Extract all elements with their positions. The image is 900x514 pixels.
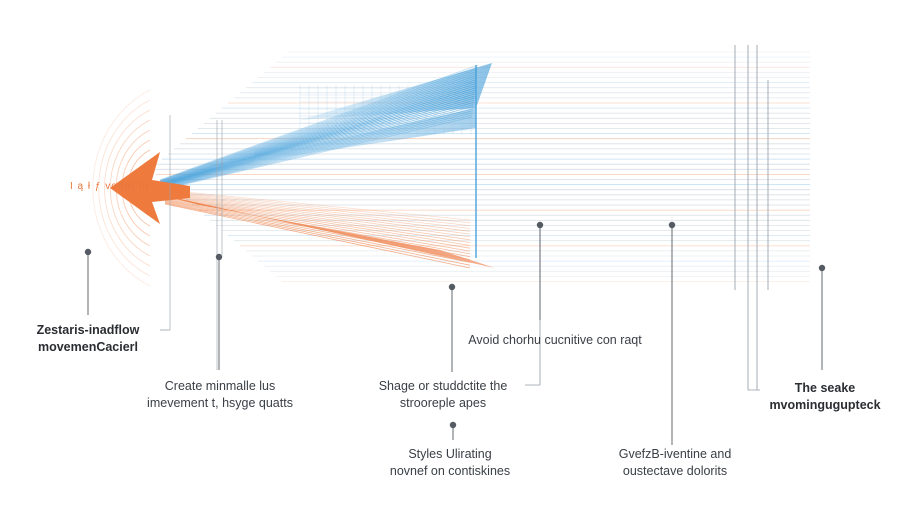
callout-4: Styles Ulirating novnef on contiskines bbox=[365, 446, 535, 480]
vertical-guides bbox=[169, 45, 769, 390]
orange-arrow bbox=[110, 152, 495, 269]
orange-beam-line bbox=[164, 191, 471, 226]
callout-4-line-2: novnef on contiskines bbox=[389, 464, 511, 478]
blue-beam-line bbox=[159, 99, 475, 188]
leader-dot bbox=[84, 248, 92, 256]
callout-2-line-1: Create minmalle lus bbox=[164, 379, 276, 393]
ripple-ring bbox=[92, 89, 151, 287]
callout-5-line-1: Avoid chorhu cucnitive con raqt bbox=[468, 333, 642, 347]
blue-beam-line bbox=[159, 97, 475, 187]
arrow-label: I ą ł ƒ vođat tir bbox=[70, 181, 150, 192]
ripple-ring bbox=[104, 109, 151, 267]
callout-3-line-2: strooreple apes bbox=[399, 396, 487, 410]
callout-6-line-1: GvefzB-iventine and bbox=[618, 447, 732, 461]
leader-dot bbox=[449, 421, 457, 429]
orange-beam-line bbox=[164, 203, 471, 269]
orange-beam-line bbox=[164, 189, 471, 221]
orange-beam-line bbox=[164, 197, 471, 249]
callout-7-line-1: The seake bbox=[794, 381, 856, 395]
orange-beam-line bbox=[164, 202, 471, 263]
orange-beam-line bbox=[164, 192, 471, 232]
callout-2: Create minmalle lus imevement t, hsyge q… bbox=[135, 378, 305, 412]
orange-beam-line bbox=[164, 197, 471, 246]
orange-beam-line bbox=[164, 194, 471, 238]
orange-beam-line bbox=[164, 196, 471, 243]
orange-beam-line bbox=[164, 192, 471, 229]
callout-3: Shage or studdctite the strooreple apes bbox=[358, 378, 528, 412]
callout-7-line-2: mvomingugupteck bbox=[769, 398, 881, 412]
callout-6: GvefzB-iventine and oustectave dolorits bbox=[600, 446, 750, 480]
callout-7: The seake mvomingugupteck bbox=[755, 380, 895, 414]
leader-dot bbox=[818, 264, 826, 272]
callout-1: Zestaris-inadflow movemenCacierl bbox=[18, 322, 158, 356]
ripple-ring bbox=[98, 99, 151, 277]
callout-4-line-1: Styles Ulirating bbox=[408, 447, 492, 461]
blue-beams bbox=[159, 63, 492, 258]
background-flow-lines bbox=[150, 51, 810, 282]
orange-beam-line bbox=[164, 195, 471, 241]
callout-2-line-2: imevement t, hsyge quatts bbox=[147, 396, 293, 410]
callout-3-line-1: Shage or studdctite the bbox=[378, 379, 508, 393]
orange-beam-line bbox=[164, 199, 471, 255]
orange-beam-line bbox=[164, 202, 471, 266]
orange-beam-line bbox=[164, 190, 471, 224]
callout-6-line-2: oustectave dolorits bbox=[622, 464, 728, 478]
leader-dot bbox=[448, 283, 456, 291]
orange-beam-line bbox=[164, 193, 471, 235]
callout-leaders bbox=[84, 221, 826, 445]
leader-dot bbox=[668, 221, 676, 229]
orange-arrow-head bbox=[110, 152, 190, 224]
leader-dot bbox=[536, 221, 544, 229]
blue-beam-band bbox=[200, 108, 476, 170]
callout-1-line-1: Zestaris-inadflow bbox=[36, 323, 140, 337]
orange-arrow-body bbox=[148, 192, 495, 268]
callout-1-line-2: movemenCacierl bbox=[37, 340, 139, 354]
callout-5: Avoid chorhu cucnitive con raqt bbox=[465, 332, 645, 349]
leader-dot bbox=[215, 253, 223, 261]
